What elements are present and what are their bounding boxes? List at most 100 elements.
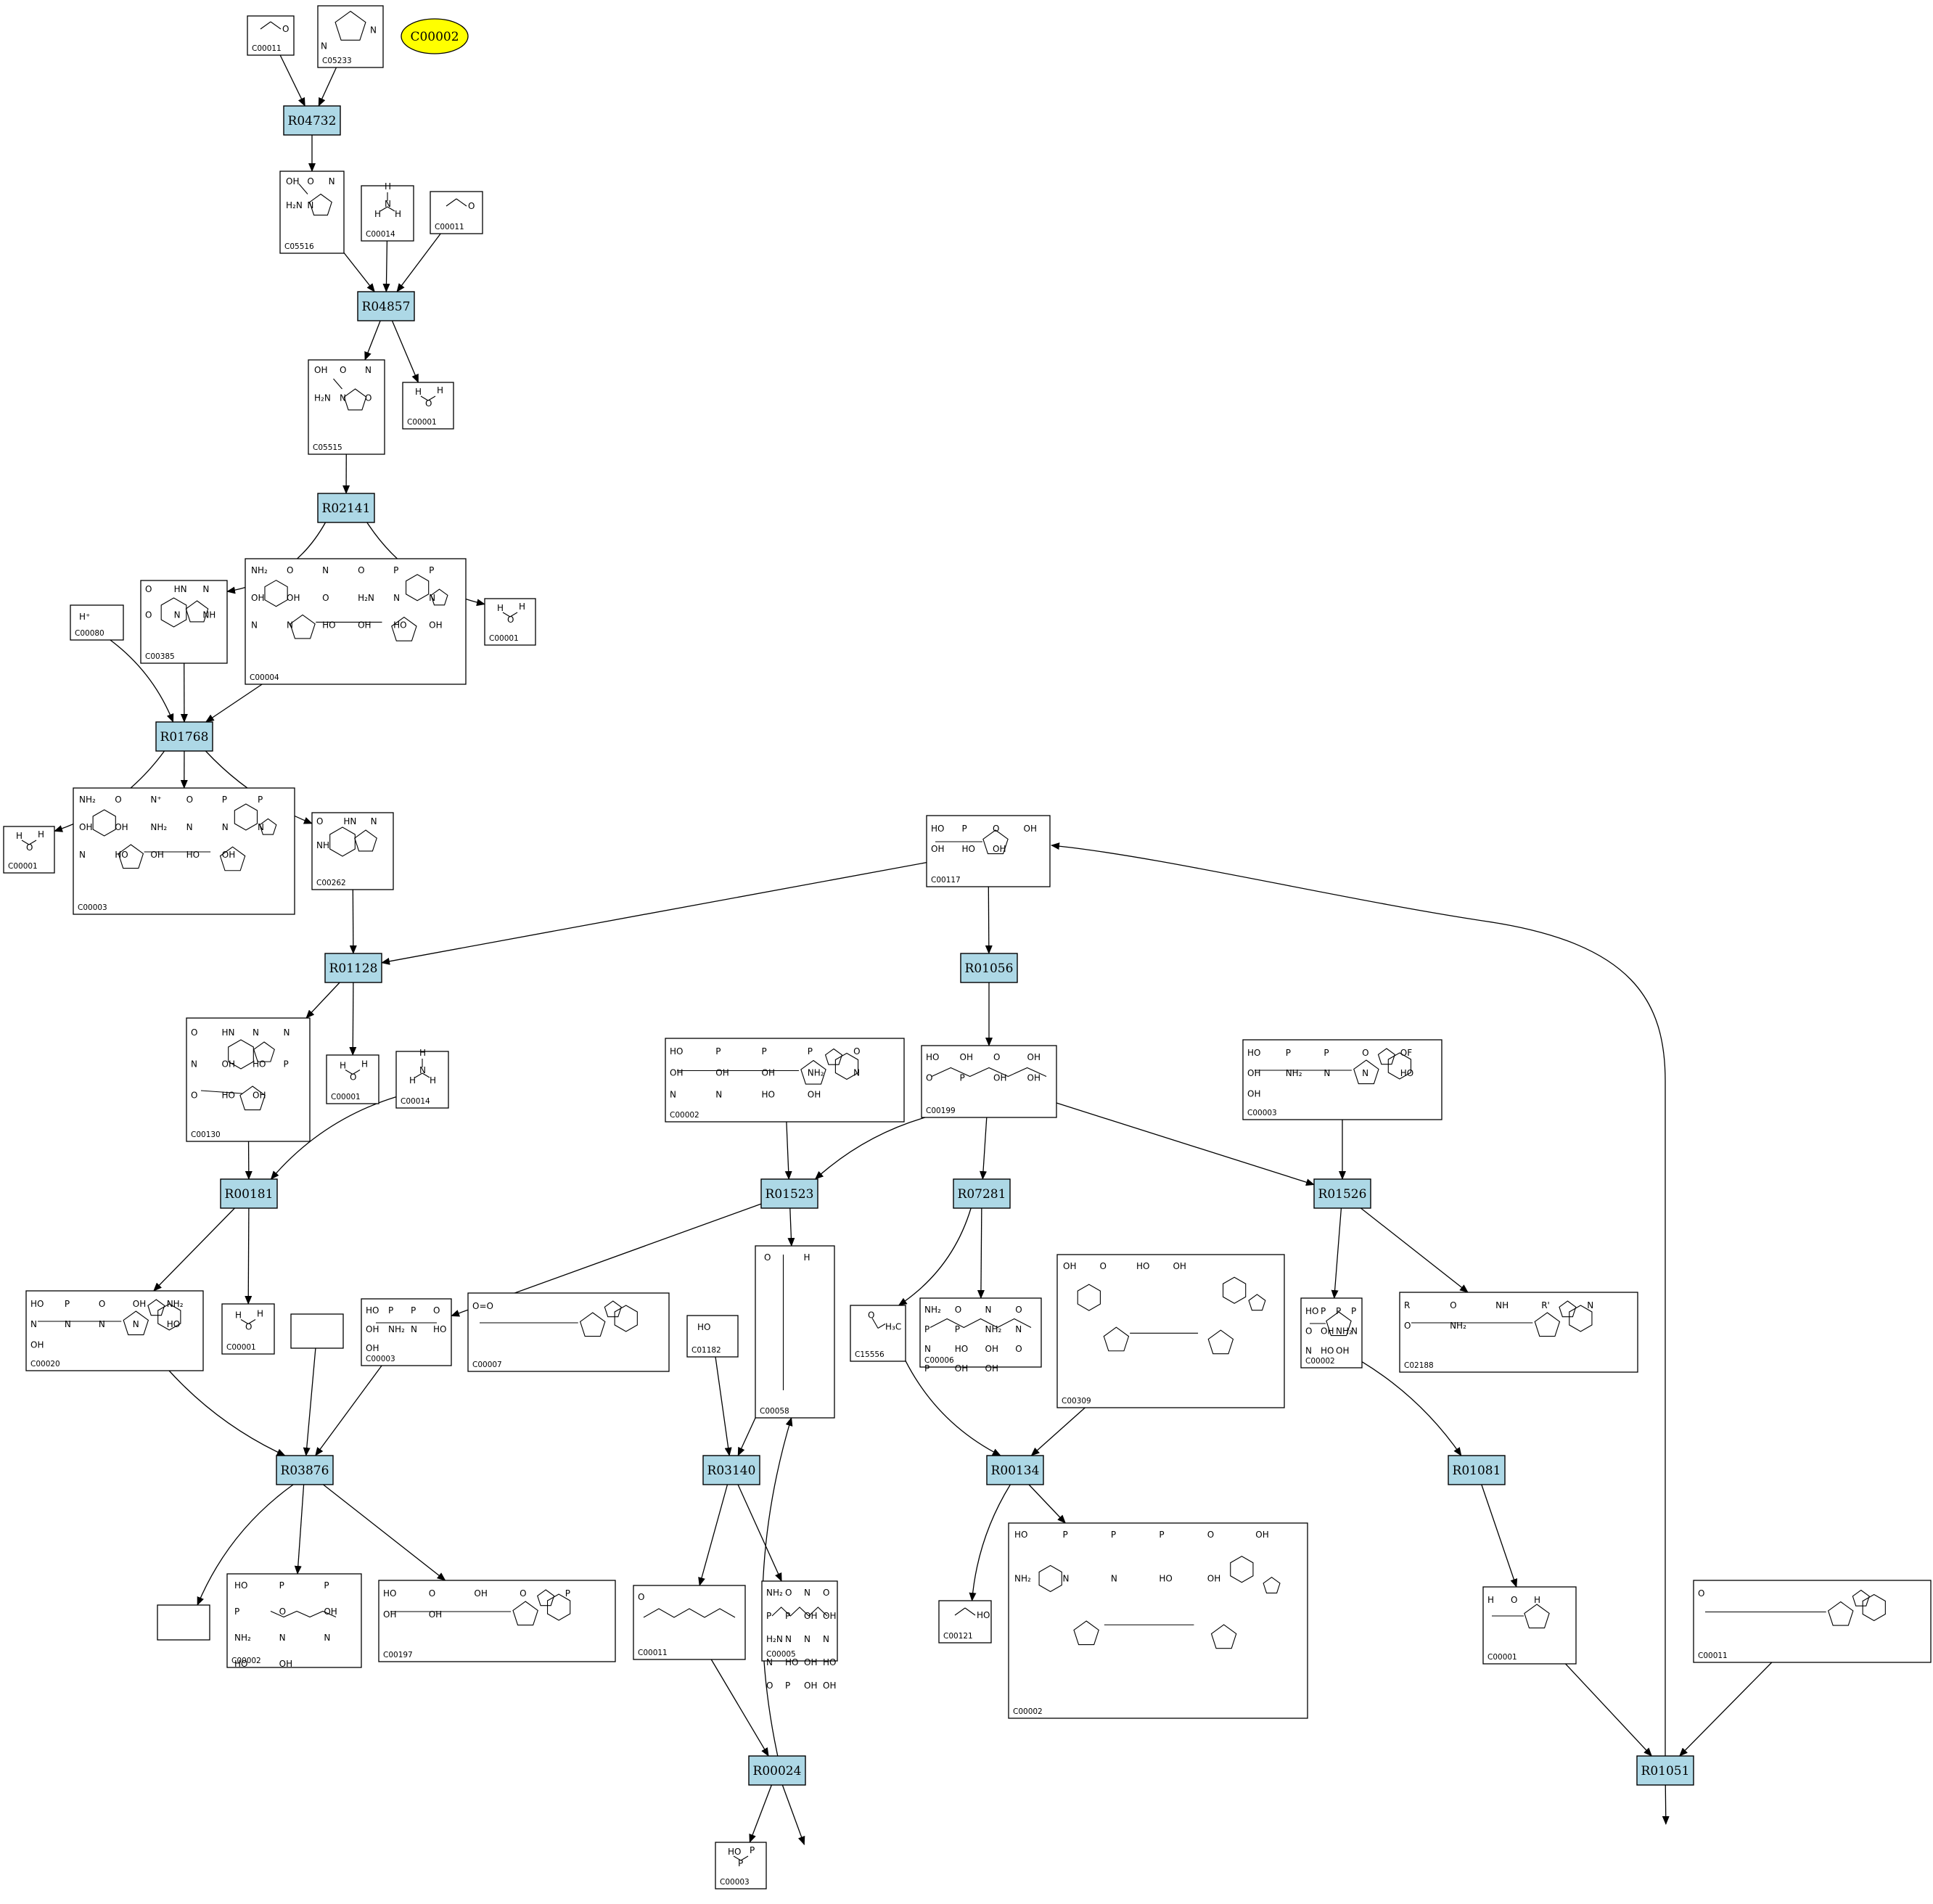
- edge-arrow: [898, 1207, 972, 1306]
- bond: [427, 395, 436, 401]
- reaction-node[interactable]: R01081: [1448, 1455, 1506, 1485]
- compound-id: C00002: [231, 1657, 261, 1665]
- atom-label: O: [1698, 1588, 1704, 1599]
- bond: [345, 1070, 353, 1075]
- reaction-box: [760, 1178, 818, 1209]
- highlight-compound[interactable]: C00002: [401, 18, 469, 54]
- bond-ring: [118, 844, 144, 869]
- atom-label: NH₂: [388, 1324, 405, 1334]
- compound-node[interactable]: H⁺C00080: [70, 604, 124, 641]
- atom-label: HO: [955, 1344, 968, 1354]
- compound-id: C00058: [760, 1407, 789, 1416]
- atom-label: N: [371, 816, 377, 826]
- atom-label: P: [762, 1046, 767, 1056]
- atom-label: HO: [785, 1657, 798, 1667]
- atom-label: OH: [1321, 1326, 1334, 1336]
- compound-node[interactable]: O C00011: [1693, 1580, 1932, 1663]
- reaction-node[interactable]: R02141: [317, 493, 375, 523]
- reaction-node[interactable]: R00134: [986, 1455, 1044, 1485]
- reaction-node[interactable]: R01526: [1313, 1178, 1371, 1209]
- edge-arrow: [382, 240, 390, 292]
- compound-box: [755, 1245, 835, 1419]
- reaction-node[interactable]: R01056: [960, 953, 1018, 983]
- bond-ring: [343, 388, 367, 411]
- compound-id: C00003: [366, 1355, 395, 1363]
- atom-label: NH₂: [251, 565, 268, 575]
- atom-label: NH₂: [808, 1068, 824, 1078]
- compound-node[interactable]: [157, 1604, 210, 1641]
- reaction-node[interactable]: R00181: [220, 1178, 278, 1209]
- bond: [379, 206, 388, 212]
- reaction-node[interactable]: R07281: [953, 1178, 1011, 1209]
- bond: [260, 21, 271, 30]
- atom-label: O: [823, 1588, 829, 1598]
- reaction-node[interactable]: R04857: [357, 291, 415, 321]
- compound-id: C00007: [472, 1361, 502, 1369]
- bond-ring: [546, 1593, 571, 1621]
- reaction-node[interactable]: R03876: [276, 1455, 334, 1485]
- compound-node[interactable]: [290, 1313, 344, 1349]
- bond-ring: [1569, 1305, 1593, 1332]
- reaction-node[interactable]: R01523: [760, 1178, 818, 1209]
- atom-label: OH: [358, 620, 371, 631]
- edge-arrow: [364, 320, 381, 361]
- atom-label: O: [764, 1252, 771, 1263]
- compound-box: [1482, 1586, 1577, 1665]
- atom-label: N: [251, 620, 258, 631]
- reaction-node[interactable]: R01768: [155, 721, 213, 752]
- reaction-node[interactable]: R01051: [1636, 1755, 1694, 1786]
- bond-ring: [264, 580, 288, 607]
- reaction-node[interactable]: R04732: [283, 105, 341, 136]
- atom-label: O: [955, 1305, 961, 1315]
- reaction-node[interactable]: R03140: [702, 1455, 760, 1485]
- reaction-node[interactable]: R01128: [324, 953, 382, 983]
- atom-label: O: [1015, 1344, 1022, 1354]
- edge-arrow: [279, 54, 305, 107]
- atom-label: N: [766, 1657, 773, 1667]
- compound-id: C00011: [1698, 1651, 1728, 1660]
- atom-label: P: [808, 1046, 813, 1056]
- reaction-node[interactable]: R00024: [748, 1755, 806, 1786]
- atom-label: O: [99, 1299, 105, 1309]
